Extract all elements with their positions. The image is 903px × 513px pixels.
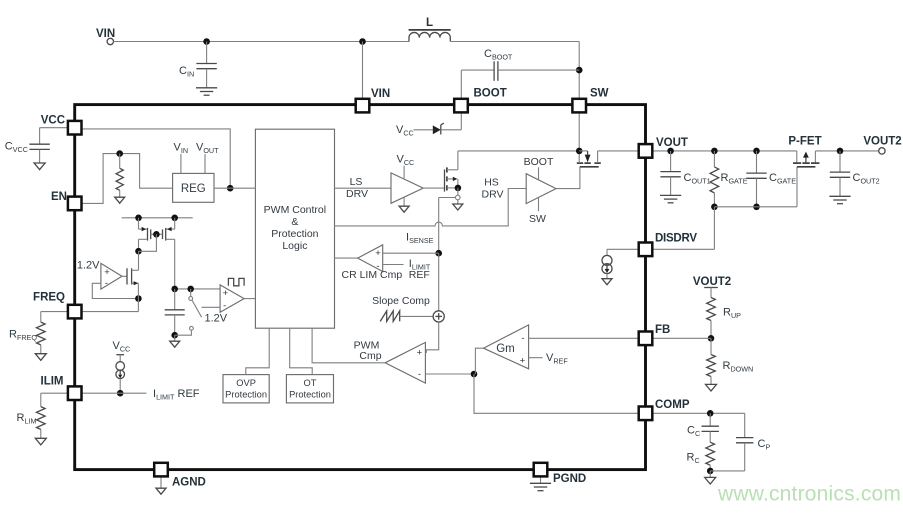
svg-text:Slope Comp: Slope Comp [372, 295, 430, 307]
svg-text:www.cntronics.com: www.cntronics.com [717, 483, 901, 506]
svg-text:SW: SW [529, 213, 546, 225]
svg-text:-: - [418, 369, 421, 380]
svg-text:VIN: VIN [371, 88, 390, 100]
svg-text:DISDRV: DISDRV [655, 233, 697, 245]
svg-text:Cmp: Cmp [359, 350, 381, 362]
svg-text:LS: LS [350, 176, 363, 188]
svg-text:DRV: DRV [346, 188, 368, 200]
svg-text:Logic: Logic [282, 240, 307, 252]
svg-text:OT: OT [304, 378, 317, 388]
svg-text:-: - [105, 278, 108, 289]
svg-text:-: - [521, 333, 524, 344]
svg-text:PWM Control: PWM Control [264, 204, 326, 216]
svg-text:1.2V: 1.2V [77, 260, 100, 272]
svg-text:CR LIM Cmp: CR LIM Cmp [342, 269, 403, 281]
svg-text:VCC: VCC [41, 115, 65, 127]
svg-text:BOOT: BOOT [524, 156, 554, 168]
svg-text:-: - [376, 261, 379, 272]
svg-text:Gm: Gm [496, 343, 515, 355]
svg-text:PWM: PWM [354, 339, 380, 351]
svg-text:Protection: Protection [289, 390, 331, 400]
svg-text:FB: FB [655, 324, 670, 336]
svg-text:COMP: COMP [655, 399, 690, 411]
svg-text:EN: EN [51, 191, 67, 203]
svg-text:ILIM: ILIM [41, 376, 64, 388]
svg-text:+: + [104, 267, 110, 278]
svg-text:-: - [223, 301, 226, 312]
svg-text:+: + [417, 348, 423, 359]
svg-text:Protection: Protection [225, 390, 267, 400]
svg-text:L: L [426, 17, 433, 29]
svg-text:Protection: Protection [271, 228, 318, 240]
svg-text:SW: SW [590, 88, 609, 100]
svg-text:DRV: DRV [482, 188, 504, 200]
svg-text:1.2V: 1.2V [205, 312, 228, 324]
svg-text:BOOT: BOOT [474, 88, 507, 100]
svg-text:VOUT: VOUT [656, 137, 688, 149]
svg-text:HS: HS [484, 176, 499, 188]
svg-text:VOUT2: VOUT2 [693, 276, 731, 288]
svg-text:REG: REG [181, 183, 206, 195]
svg-text:AGND: AGND [172, 477, 206, 489]
svg-text:OVP: OVP [236, 378, 256, 388]
svg-text:PGND: PGND [553, 473, 586, 485]
svg-text:P-FET: P-FET [788, 135, 821, 147]
svg-text:VOUT2: VOUT2 [863, 135, 901, 147]
svg-text:REF: REF [409, 269, 430, 281]
svg-text:VIN: VIN [96, 28, 115, 40]
svg-text:+: + [375, 248, 381, 259]
svg-text:+: + [520, 355, 526, 366]
svg-text:+: + [223, 288, 229, 299]
svg-text:&: & [291, 216, 298, 228]
svg-text:FREQ: FREQ [33, 292, 65, 304]
